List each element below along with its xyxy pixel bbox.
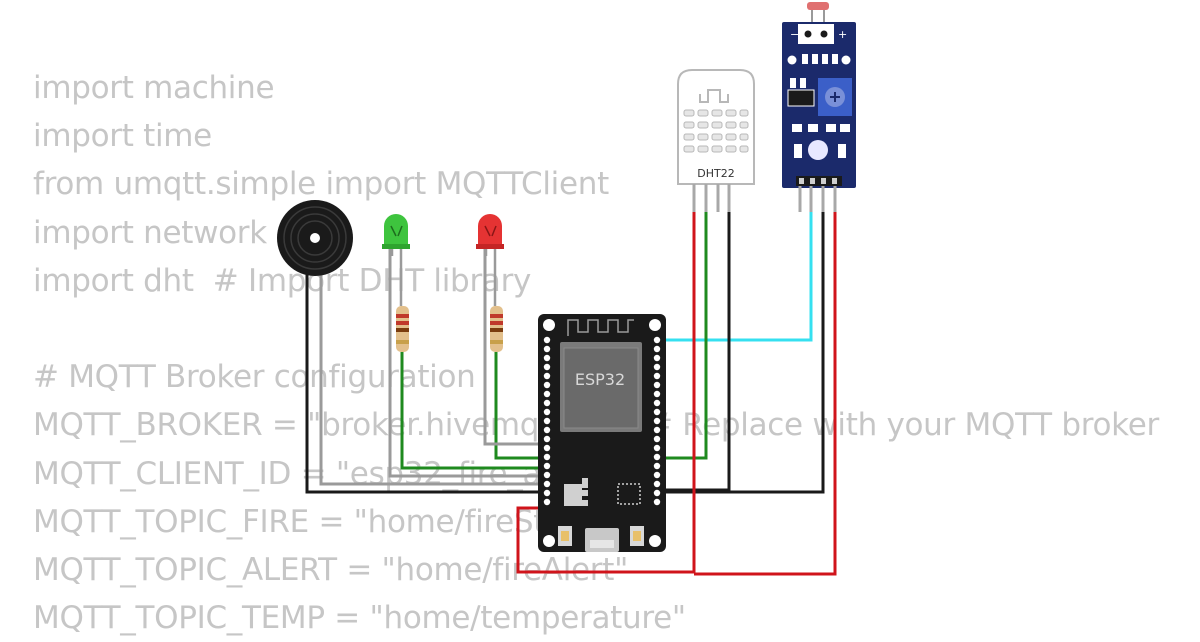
code-line: from umqtt.simple import MQTTClient xyxy=(33,166,609,203)
wire-dht-gnd xyxy=(658,210,731,492)
wire-buzzer-signal xyxy=(319,268,541,486)
resistor-red-led xyxy=(490,306,503,352)
wire-red-led xyxy=(494,352,541,460)
wire-flame-signal xyxy=(658,212,813,342)
dht22-label: DHT22 xyxy=(697,167,734,180)
code-line: import time xyxy=(33,118,212,155)
wire-green-led-gnd xyxy=(388,248,541,478)
wire-dht-vcc xyxy=(516,210,696,574)
esp32-label: ESP32 xyxy=(575,370,625,389)
led-red xyxy=(476,214,504,306)
wire-flame-gnd xyxy=(658,212,825,494)
code-line: import network xyxy=(33,214,267,251)
flame-sensor-module: − + xyxy=(782,2,856,212)
wire-red-led-gnd xyxy=(483,248,541,446)
wire-buzzer-gnd xyxy=(305,268,541,494)
wire-flame-vcc xyxy=(694,212,837,576)
dht22-sensor: DHT22 xyxy=(677,69,755,212)
flame-plus-label: + xyxy=(838,28,847,41)
code-line: import machine xyxy=(33,70,275,106)
code-line: MQTT_TOPIC_ALERT = "home/fireAlert" xyxy=(33,551,629,588)
led-green xyxy=(382,214,410,306)
flame-minus-label: − xyxy=(790,28,799,41)
wire-dht-data xyxy=(658,210,708,460)
esp32-board: ESP32 xyxy=(538,314,666,552)
wire-green-led xyxy=(400,352,541,470)
wires xyxy=(305,210,837,576)
resistor-green-led xyxy=(396,306,409,352)
buzzer xyxy=(277,200,353,276)
